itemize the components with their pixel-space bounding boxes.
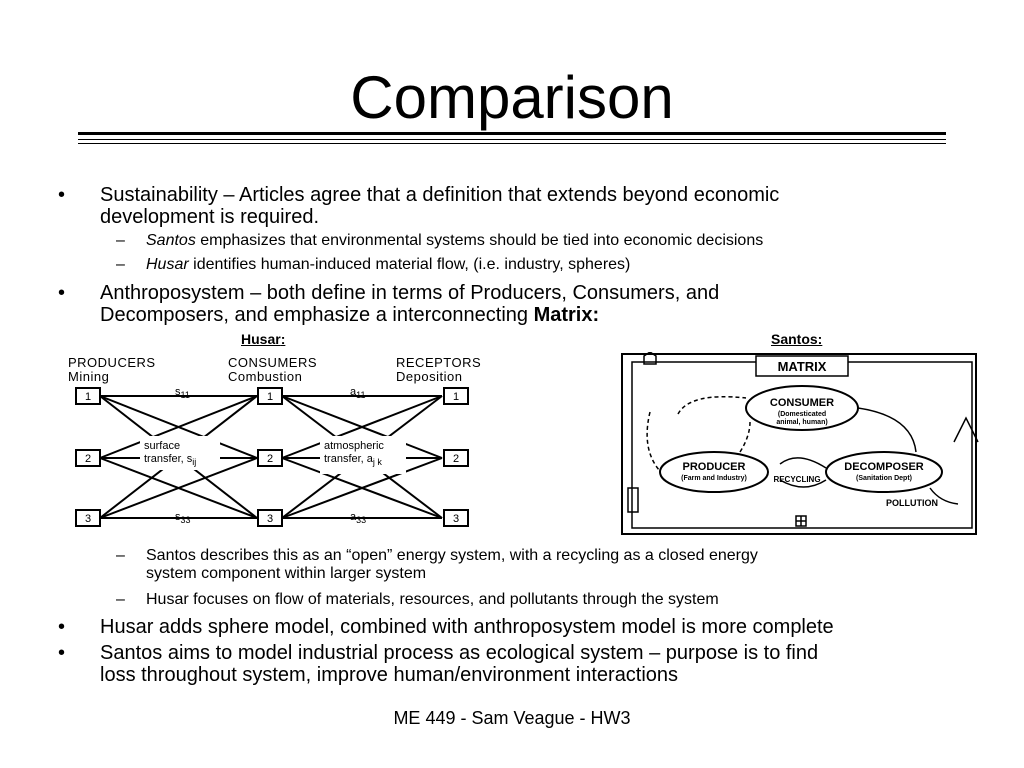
svg-text:1: 1	[85, 391, 91, 403]
bullet-line: Anthroposystem – both define in terms of…	[100, 282, 720, 304]
sub-mark: –	[116, 256, 125, 273]
consumer-label: CONSUMER	[770, 397, 834, 409]
node-receptor-3	[443, 509, 469, 527]
node-producer-1	[75, 387, 101, 405]
node-consumer-1	[257, 387, 283, 405]
svg-text:1: 1	[453, 391, 459, 403]
santos-matrix-diagram: MATRIX CONSUMER (Domesticated animal, hu…	[621, 352, 979, 535]
consumer-node	[745, 385, 859, 431]
edge-label-s33: s33	[175, 511, 191, 525]
title-rule-thick	[78, 132, 946, 135]
svg-text:3: 3	[85, 513, 91, 525]
atmospheric-label: atmospheric	[324, 440, 384, 452]
husar-label: Husar:	[241, 331, 286, 347]
bullet-line: development is required.	[100, 206, 320, 228]
node-receptor-1	[443, 387, 469, 405]
sub-italic: Husar	[146, 256, 189, 273]
sub-italic: Santos	[146, 232, 196, 249]
bullet-mark: •	[58, 616, 66, 638]
consumer-sub-2: animal, human)	[776, 419, 827, 426]
sub-text: emphasizes that environmental systems sh…	[195, 232, 764, 249]
decomposer-sub: (Sanitation Dept)	[856, 475, 912, 482]
husar-network-diagram: PRODUCERS Mining CONSUMERS Combustion RE…	[68, 355, 481, 527]
decomposer-label: DECOMPOSER	[844, 461, 924, 473]
col-head-receptors: RECEPTORS	[396, 355, 481, 370]
col-sub-mining: Mining	[68, 369, 109, 384]
producer-label: PRODUCER	[683, 461, 746, 473]
matrix-title: MATRIX	[778, 359, 827, 374]
bullet-line: Decomposers, and emphasize a interconnec…	[100, 304, 600, 326]
sub-mark: –	[116, 232, 125, 249]
bullet-line: Husar adds sphere model, combined with a…	[100, 616, 834, 638]
decomposer-node	[825, 451, 943, 493]
building-icon	[953, 416, 979, 443]
node-consumer-3	[257, 509, 283, 527]
surface-transfer-label: transfer, sij	[144, 453, 196, 467]
atmospheric-transfer-label: transfer, aj k	[324, 453, 382, 467]
bullet-mark: •	[58, 282, 66, 304]
matrix-frame	[621, 353, 977, 535]
svg-text:2: 2	[85, 453, 91, 465]
col-head-consumers: CONSUMERS	[228, 355, 317, 370]
node-consumer-2	[257, 449, 283, 467]
slide-title: Comparison	[350, 64, 674, 131]
edge-label-a11: a11	[350, 386, 365, 400]
sub-line: Santos describes this as an “open” energ…	[146, 547, 758, 564]
svg-text:1: 1	[267, 391, 273, 403]
consumer-sub-1: (Domesticated	[778, 411, 826, 418]
sub-text: identifies human-induced material flow, …	[188, 256, 631, 273]
title-rule-thin	[78, 139, 946, 140]
svg-text:3: 3	[267, 513, 273, 525]
santos-label: Santos:	[771, 331, 823, 347]
svg-text:2: 2	[267, 453, 273, 465]
producer-node	[659, 451, 769, 493]
tower-icon	[627, 487, 639, 513]
bullet-line: Sustainability – Articles agree that a d…	[100, 184, 780, 206]
sub-text: Husar focuses on flow of materials, reso…	[146, 591, 719, 608]
sub-line: system component within larger system	[146, 565, 427, 582]
bullet-mark: •	[58, 184, 66, 206]
surface-label: surface	[144, 440, 180, 452]
title-rule-thin-2	[78, 143, 946, 144]
col-sub-deposition: Deposition	[396, 369, 462, 384]
house-icon	[643, 352, 657, 365]
matrix-bold: Matrix:	[533, 304, 600, 326]
col-sub-combustion: Combustion	[228, 369, 302, 384]
slide-footer: ME 449 - Sam Veague - HW3	[393, 708, 631, 728]
recycling-label: RECYCLING	[773, 475, 820, 484]
edge-label-s11: s11	[175, 386, 190, 400]
bullet-line: loss throughout system, improve human/en…	[100, 664, 679, 686]
node-producer-2	[75, 449, 101, 467]
col-head-producers: PRODUCERS	[68, 355, 156, 370]
pollution-label: POLLUTION	[886, 498, 938, 508]
node-receptor-2	[443, 449, 469, 467]
sub-mark: –	[116, 547, 125, 564]
edge-label-a33: a33	[350, 511, 366, 525]
node-producer-3	[75, 509, 101, 527]
svg-text:2: 2	[453, 453, 459, 465]
bullet-mark: •	[58, 642, 66, 664]
producer-sub: (Farm and Industry)	[681, 475, 747, 482]
svg-text:3: 3	[453, 513, 459, 525]
bullet-line: Santos aims to model industrial process …	[100, 642, 819, 664]
sub-mark: –	[116, 591, 125, 608]
